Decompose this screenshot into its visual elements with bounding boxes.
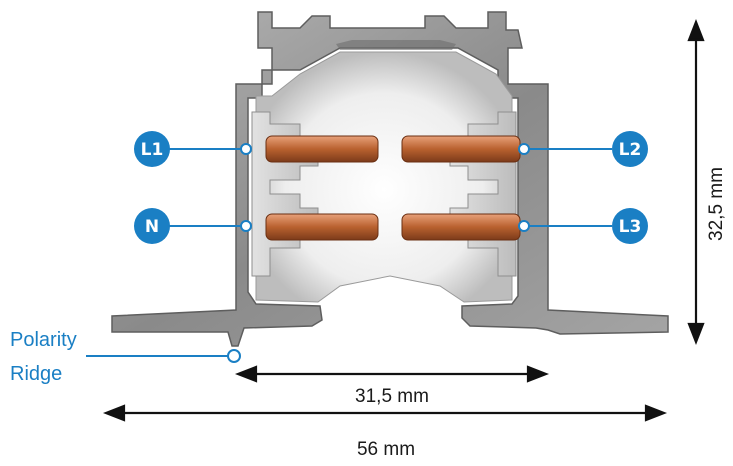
conductor-l1: [265, 135, 379, 163]
total-width-dimension-label: 56 mm: [357, 439, 415, 460]
badge-l3: L3: [612, 208, 648, 244]
polarity-label-line2: Ridge: [10, 363, 62, 385]
aluminium-profile: [111, 11, 669, 347]
conductor-l2: [401, 135, 521, 163]
conductor-l3: [401, 213, 521, 241]
badge-l1: L1: [134, 131, 170, 167]
conductor-n: [265, 213, 379, 241]
dimension-arrows: [102, 18, 705, 422]
badge-l3-label: L3: [619, 217, 642, 237]
badge-l2-label: L2: [619, 140, 642, 160]
inner-width-dimension-label: 31,5 mm: [355, 386, 429, 407]
copper-conductors: [265, 135, 521, 241]
polarity-label-line1: Polarity: [10, 329, 77, 351]
height-dimension-label: 32,5 mm: [706, 167, 727, 241]
badge-n: N: [134, 208, 170, 244]
badge-n-label: N: [145, 217, 159, 237]
label-leaders: [86, 143, 612, 363]
badge-l1-label: L1: [141, 140, 164, 160]
badge-l2: L2: [612, 131, 648, 167]
